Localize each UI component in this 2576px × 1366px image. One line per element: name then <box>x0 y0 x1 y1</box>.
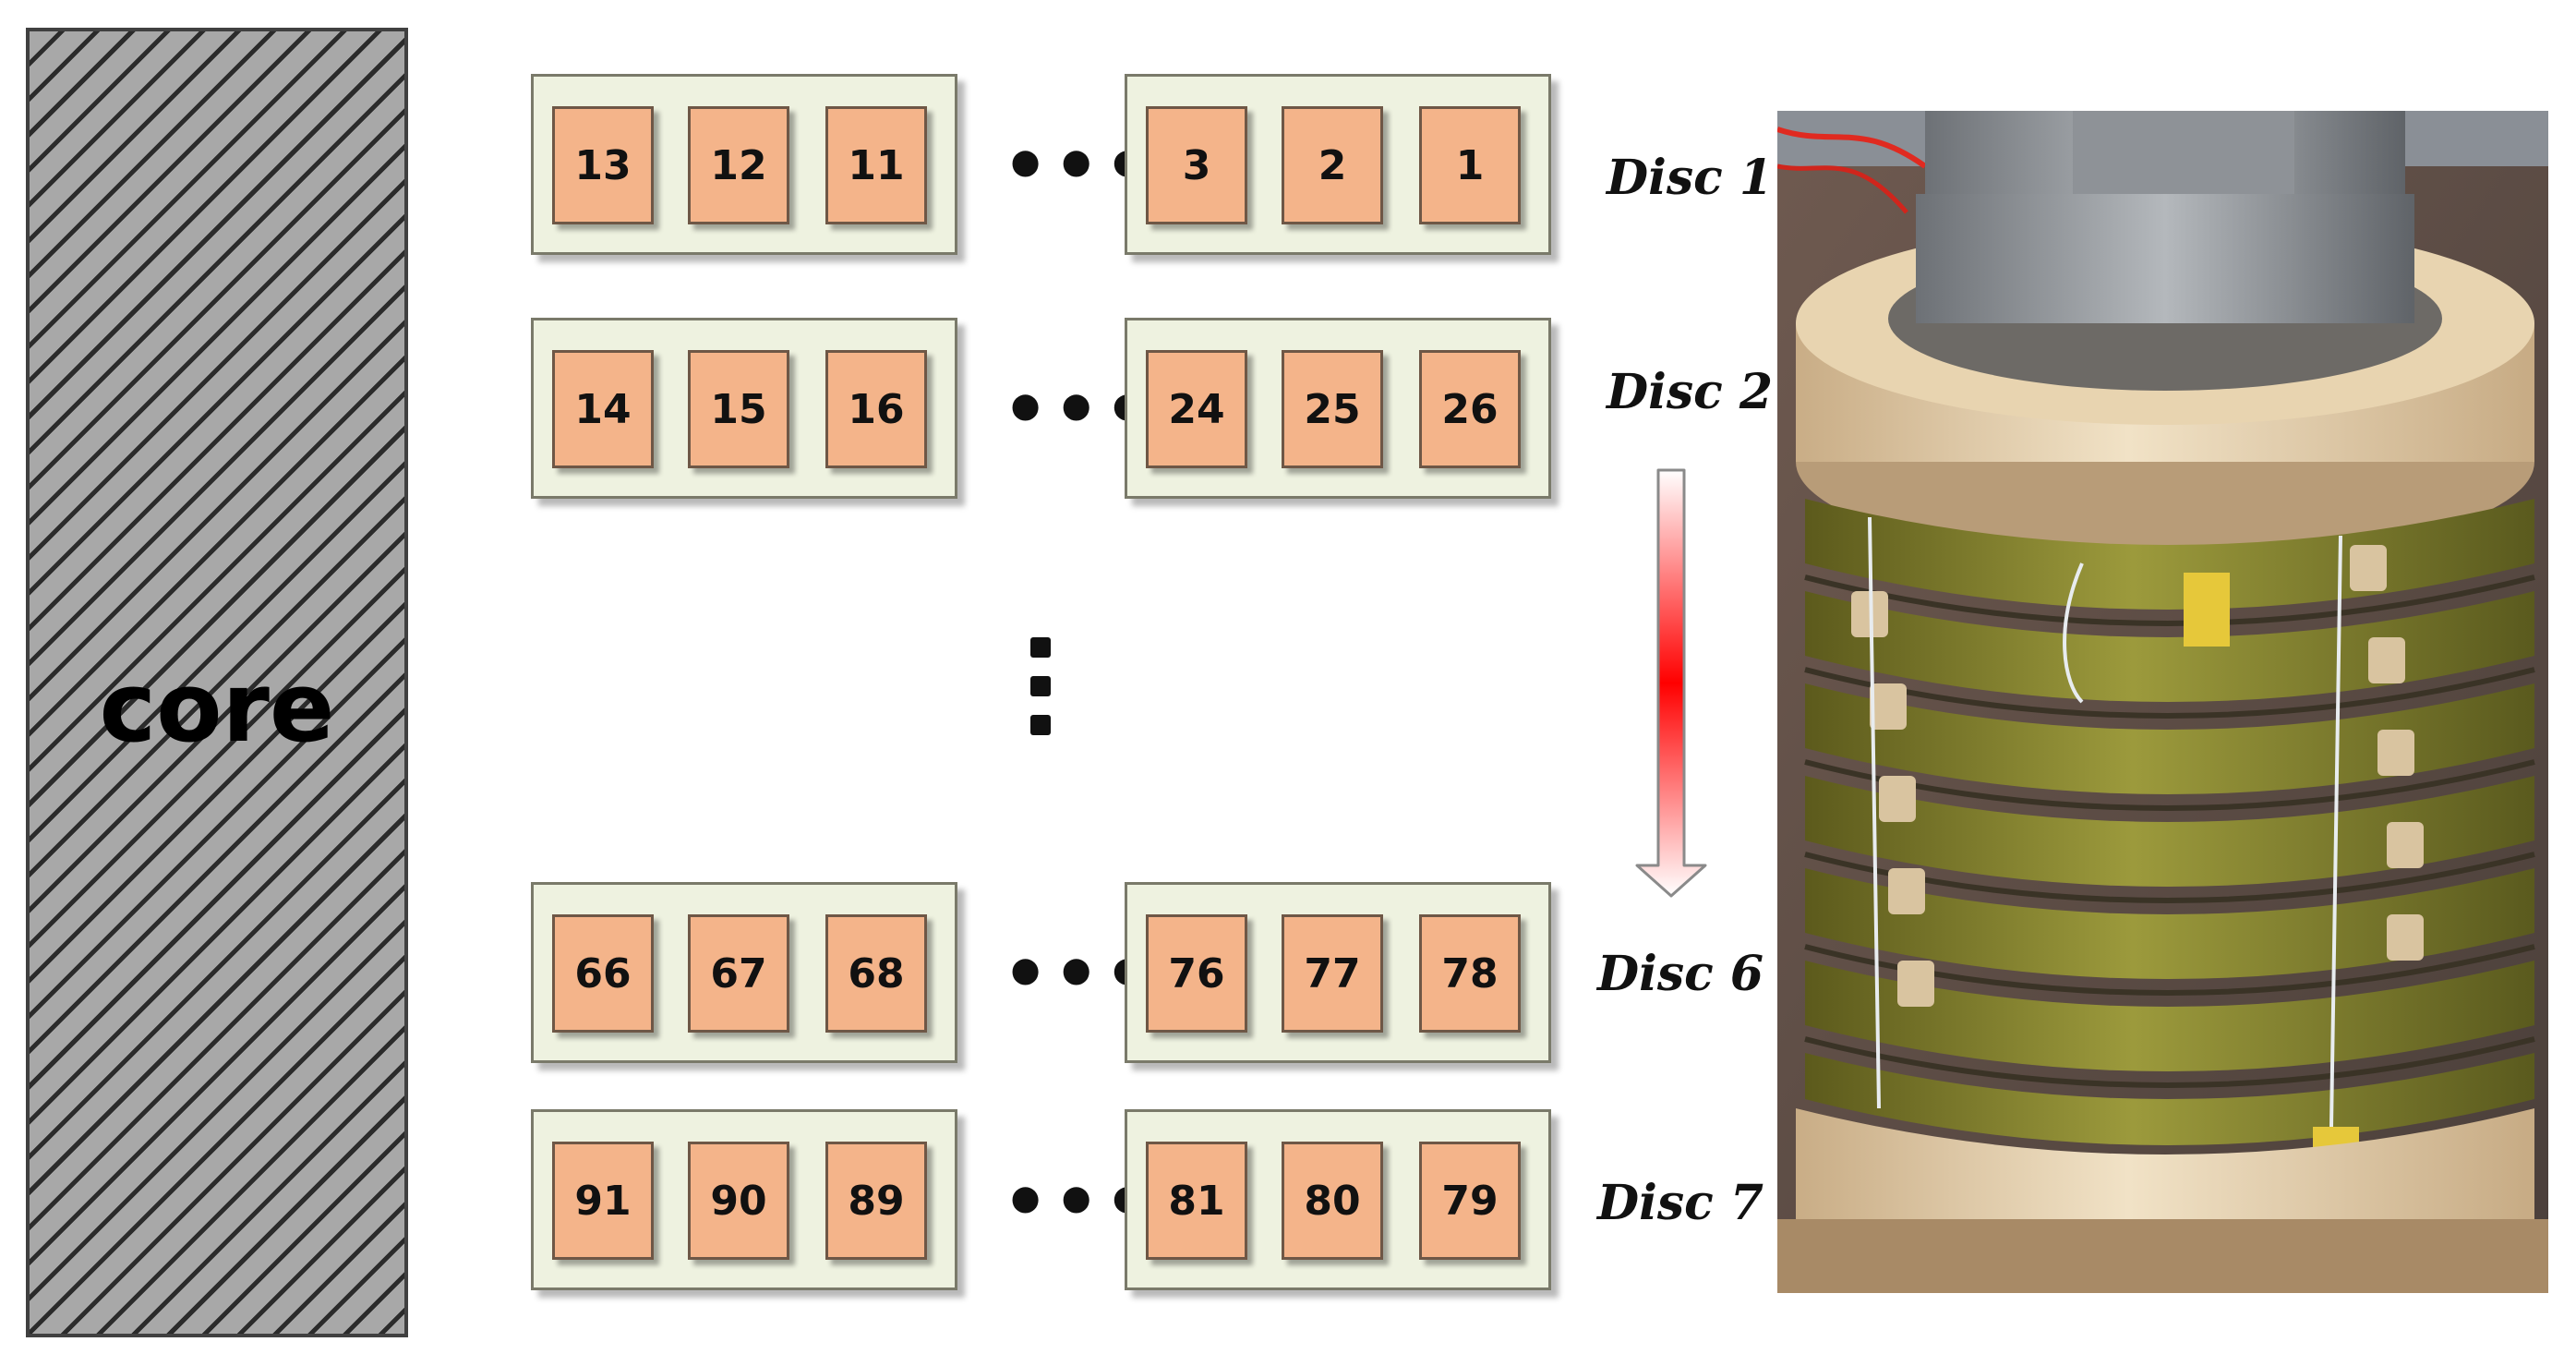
turn-cell: 16 <box>825 350 927 468</box>
disc-2-left-group: 14 15 16 <box>531 318 957 499</box>
turn-cell: 67 <box>688 914 789 1033</box>
winding-photo <box>1777 111 2548 1293</box>
disc-6-left-group: 66 67 68 <box>531 882 957 1063</box>
core-label: core <box>99 651 335 764</box>
disc-6-right-group: 76 77 78 <box>1125 882 1551 1063</box>
core-block: core <box>26 28 408 1337</box>
turn-cell: 24 <box>1146 350 1247 468</box>
disc-1-right-group: 3 2 1 <box>1125 74 1551 255</box>
turn-cell: 14 <box>552 350 654 468</box>
down-arrow-icon <box>1635 468 1707 898</box>
turn-cell: 77 <box>1282 914 1383 1033</box>
disc-1-left-group: 13 12 11 <box>531 74 957 255</box>
turn-cell: 1 <box>1419 106 1521 224</box>
turn-cell: 90 <box>688 1142 789 1260</box>
turn-cell: 68 <box>825 914 927 1033</box>
disc-label-6: Disc 6 <box>1597 946 1764 1002</box>
turn-cell: 91 <box>552 1142 654 1260</box>
disc-2-right-group: 24 25 26 <box>1125 318 1551 499</box>
turn-cell: 81 <box>1146 1142 1247 1260</box>
turn-cell: 2 <box>1282 106 1383 224</box>
disc-7-left-group: 91 90 89 <box>531 1109 957 1290</box>
turn-cell: 15 <box>688 350 789 468</box>
turn-cell: 66 <box>552 914 654 1033</box>
turn-cell: 25 <box>1282 350 1383 468</box>
turn-cell: 89 <box>825 1142 927 1260</box>
disc-label-1: Disc 1 <box>1607 150 1774 206</box>
disc-label-2: Disc 2 <box>1607 364 1774 420</box>
turn-cell: 79 <box>1419 1142 1521 1260</box>
turn-cell: 12 <box>688 106 789 224</box>
disc-label-7: Disc 7 <box>1597 1175 1764 1231</box>
turn-cell: 11 <box>825 106 927 224</box>
turn-cell: 3 <box>1146 106 1247 224</box>
turn-cell: 76 <box>1146 914 1247 1033</box>
disc-7-right-group: 81 80 79 <box>1125 1109 1551 1290</box>
vertical-ellipsis <box>1021 637 1058 739</box>
turn-cell: 80 <box>1282 1142 1383 1260</box>
turn-cell: 13 <box>552 106 654 224</box>
turn-cell: 78 <box>1419 914 1521 1033</box>
turn-cell: 26 <box>1419 350 1521 468</box>
